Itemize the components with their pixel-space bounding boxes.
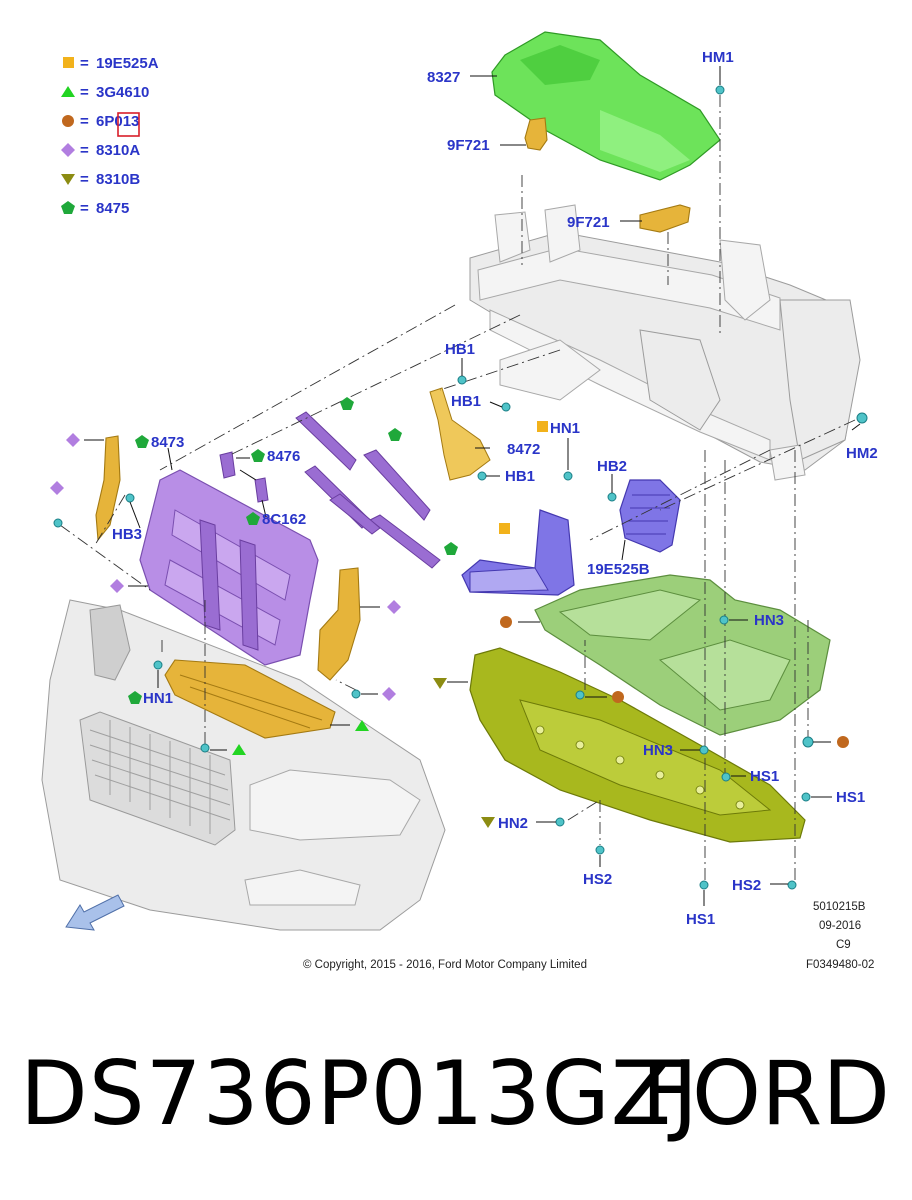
callout-hn3-left: HN3 [643,742,673,759]
callout-hb2: HB2 [597,458,627,475]
callout-19e525b: 19E525B [587,561,650,578]
bracket-8c162 [254,477,269,503]
legend: = 19E525A = 3G4610 = 6P013 = 8310A = 831… [61,55,159,217]
deflector-right [317,567,361,681]
callout-hb1-top: HB1 [445,341,475,358]
callout-hs2-left: HS2 [583,871,612,888]
front-bumper [41,599,446,931]
callout-8476: 8476 [267,448,300,465]
callout-8472: 8472 [507,441,540,458]
meta-date: 09-2016 [819,920,861,932]
part-symbols [50,397,849,828]
legend-symbol-diamond [61,143,75,157]
meta-code: 5010215B [813,901,866,913]
copyright-text: © Copyright, 2015 - 2016, Ford Motor Com… [303,959,587,971]
legend-code-8475: 8475 [96,200,129,217]
active-grille-shutters [295,411,441,569]
callout-hn1-low: HN1 [143,690,173,707]
callout-hs1-mid: HS1 [750,768,779,785]
leader-lines [84,66,861,906]
callout-hs2-right: HS2 [732,877,761,894]
callout-8327: 8327 [427,69,460,86]
part-number-text: DS736P013GZJ [20,1042,700,1145]
callout-hm2: HM2 [846,445,878,462]
legend-eq: = [80,84,89,101]
callout-hb3: HB3 [112,526,142,543]
meta-rev: C9 [836,939,851,951]
legend-code-19e525a: 19E525A [96,55,159,72]
legend-code-3g4610: 3G4610 [96,84,149,101]
legend-symbol-triangle-up [61,86,75,97]
callout-hs1-right: HS1 [836,789,865,806]
front-direction-arrow-icon [65,894,125,931]
air-duct-19e525b [619,479,681,553]
callout-hb1-low: HB1 [505,468,535,485]
legend-eq: = [80,55,89,72]
diagram-meta: 5010215B 09-2016 C9 F0349480-02 © Copyri… [303,901,874,971]
callout-labels: 8327 HM1 9F721 9F721 HB1 HB1 8472 HB1 HN… [112,49,878,928]
exploded-parts-diagram: = 19E525A = 3G4610 = 6P013 = 8310A = 831… [41,31,878,971]
bracket-8476 [219,451,236,479]
legend-symbol-square [63,57,74,68]
grille-opening-panel-8473 [139,469,319,666]
air-guide-8472 [429,387,491,481]
bracket-9f721-left [524,117,548,151]
lower-deflector-3g4610 [164,659,336,739]
callout-hm1: HM1 [702,49,734,66]
callout-9f721-right: 9F721 [567,214,610,231]
highlight-box [117,112,140,137]
callout-hn1-top: HN1 [550,420,580,437]
legend-eq: = [80,113,89,130]
callout-9f721-left: 9F721 [447,137,490,154]
legend-symbol-circle [62,115,74,127]
callout-hb1-mid: HB1 [451,393,481,410]
brand-text: FORD [641,1042,890,1145]
legend-code-8310b: 8310B [96,171,140,188]
legend-eq: = [80,171,89,188]
deflector-left [95,435,121,542]
legend-eq: = [80,200,89,217]
callout-hn2: HN2 [498,815,528,832]
legend-eq: = [80,142,89,159]
callout-hs1-bottom: HS1 [686,911,715,928]
callout-8c162: 8C162 [262,511,306,528]
callout-8473: 8473 [151,434,184,451]
legend-code-8310a: 8310A [96,142,140,159]
legend-symbol-pentagon [61,201,75,214]
meta-ref: F0349480-02 [806,959,874,971]
bracket-9f721-right [639,204,691,233]
radiator-support-frame [469,204,861,481]
callout-hn3-right: HN3 [754,612,784,629]
legend-symbol-triangle-down [61,174,75,185]
